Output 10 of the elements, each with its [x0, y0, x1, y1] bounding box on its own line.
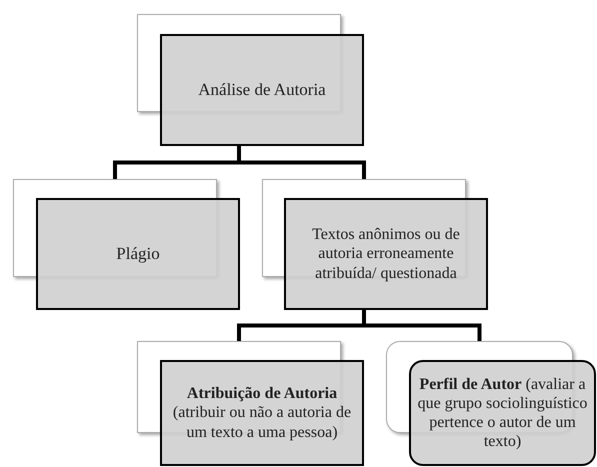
box-text: Perfil de Autor (avaliar a que grupo sociolinguístico pertence o autor de um texto): [416, 374, 588, 452]
box-text: Textos anônimos ou de autoria erroneamente atribuída/ questionada: [311, 225, 461, 283]
stacked-box-drawing: [262, 179, 488, 310]
box-text: Plágio: [116, 244, 160, 264]
stacked-box-drawing: [137, 14, 364, 146]
stacked-box-drawing: [386, 341, 596, 466]
box-text: Análise de Autoria: [198, 80, 326, 100]
stacked-box-drawing: [137, 341, 364, 466]
stacked-box-drawing: [13, 179, 240, 310]
box-text: Atribuição de Autoria (atribuir ou não a autoria de um texto a uma pessoa): [172, 384, 352, 442]
